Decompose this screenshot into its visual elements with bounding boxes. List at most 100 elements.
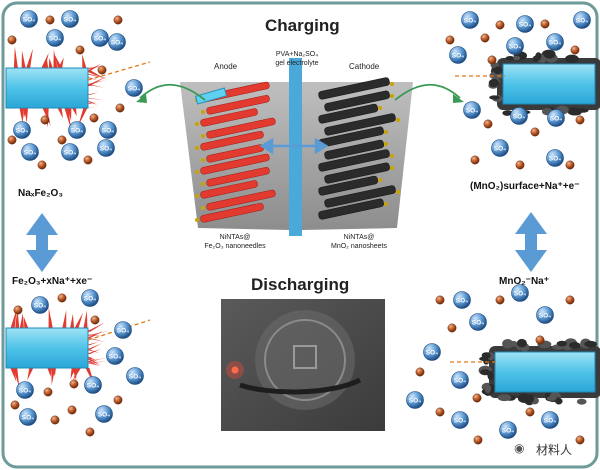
svg-text:SO₄: SO₄: [71, 128, 84, 135]
sulfate-ion: SO₄: [510, 107, 528, 125]
sodium-ion: [57, 135, 67, 145]
sodium-ion: [113, 15, 123, 25]
anode-caption-line-2: Fe₂O₃ nanoneedles: [204, 243, 266, 250]
right-green-arrow: [394, 83, 461, 101]
sulfate-ion: SO₄: [81, 289, 99, 307]
cathode-label: Cathode: [349, 62, 380, 71]
fe2o3-nanoneedles-bottom: [10, 307, 110, 388]
sulfate-ion: SO₄: [99, 121, 117, 139]
svg-text:SO₄: SO₄: [549, 156, 562, 163]
top-left-electrode: [5, 46, 108, 129]
electrolyte-line-2: gel electrolyte: [275, 60, 319, 67]
sodium-ion: [525, 407, 535, 417]
sulfate-ion: SO₄: [511, 284, 529, 302]
sulfate-ion: SO₄: [46, 29, 64, 47]
sodium-ion: [37, 160, 47, 170]
anode-label: Anode: [214, 62, 238, 71]
anode-current-collector: [194, 87, 228, 105]
sulfate-ion: SO₄: [31, 296, 49, 314]
svg-text:SO₄: SO₄: [102, 128, 115, 135]
left-green-arrow: [139, 83, 206, 101]
watermark-text: 材料人: [536, 443, 573, 457]
sodium-ion: [67, 405, 77, 415]
sodium-ions: [7, 15, 585, 445]
bottom-left-electrode: [5, 307, 110, 388]
sulfate-ion: SO₄: [423, 343, 441, 361]
svg-text:SO₄: SO₄: [539, 313, 552, 320]
sulfate-ion: SO₄: [61, 10, 79, 28]
svg-text:SO₄: SO₄: [426, 350, 439, 357]
cathode-caption-line-2: MnO₂ nanosheets: [330, 243, 388, 250]
sodium-ion: [447, 323, 457, 333]
reaction-right-top: (MnO₂)surface+Na⁺+e⁻: [470, 181, 580, 192]
sulfate-ion: SO₄: [126, 367, 144, 385]
svg-text:SO₄: SO₄: [454, 418, 467, 425]
sodium-ion: [575, 115, 585, 125]
svg-text:SO₄: SO₄: [64, 150, 77, 157]
svg-text:SO₄: SO₄: [64, 17, 77, 24]
svg-text:SO₄: SO₄: [49, 36, 62, 43]
sodium-ion: [57, 293, 67, 303]
sodium-ion: [45, 15, 55, 25]
sodium-ion: [75, 45, 85, 55]
sulfate-ion: SO₄: [20, 10, 38, 28]
ion-transfer-arrow: [259, 137, 329, 155]
sulfate-ion: SO₄: [451, 371, 469, 389]
sulfate-ion: SO₄: [453, 291, 471, 309]
sodium-ion: [570, 45, 580, 55]
svg-text:SO₄: SO₄: [544, 418, 557, 425]
anode-caption-line-1: NiNTAs@: [219, 234, 251, 241]
sulfate-ion: SO₄: [13, 121, 31, 139]
sulfate-ion: SO₄: [84, 376, 102, 394]
sodium-ion: [85, 427, 95, 437]
sodium-ion: [515, 160, 525, 170]
sulfate-ions: SO₄ SO₄ SO₄ SO₄ SO₄ SO₄ SO₄ SO₄ SO₄ SO₄ SO₄ SO₄ SO₄ S…: [13, 10, 591, 439]
sulfate-ion: SO₄: [106, 347, 124, 365]
sodium-ion: [480, 33, 490, 43]
svg-text:SO₄: SO₄: [109, 354, 122, 361]
ion-path-lines: [87, 61, 505, 363]
sodium-ion: [13, 305, 23, 315]
sodium-ion: [487, 55, 497, 65]
sulfate-ion: SO₄: [541, 411, 559, 429]
sodium-ion: [43, 387, 53, 397]
red-led-light: [231, 366, 239, 374]
sulfate-ion: SO₄: [19, 408, 37, 426]
svg-text:SO₄: SO₄: [454, 378, 467, 385]
sulfate-ion: SO₄: [97, 139, 115, 157]
cathode-caption: NiNTAs@ MnO₂ nanosheets: [322, 233, 396, 251]
sodium-ion: [530, 127, 540, 137]
sodium-ion: [89, 113, 99, 123]
svg-text:SO₄: SO₄: [550, 116, 563, 123]
sulfate-ion: SO₄: [546, 33, 564, 51]
sulfate-ion: SO₄: [449, 46, 467, 64]
svg-text:SO₄: SO₄: [456, 298, 469, 305]
svg-text:SO₄: SO₄: [502, 428, 515, 435]
sulfate-ion: SO₄: [461, 11, 479, 29]
bottom-right-electrode: [478, 338, 600, 406]
svg-text:SO₄: SO₄: [494, 146, 507, 153]
svg-text:SO₄: SO₄: [576, 18, 589, 25]
sodium-ion: [415, 367, 425, 377]
sodium-ion: [7, 135, 17, 145]
svg-text:SO₄: SO₄: [128, 86, 141, 93]
reaction-left-top: NaₓFe₂O₃: [18, 188, 63, 199]
sodium-ion: [565, 295, 575, 305]
sodium-ion: [565, 160, 575, 170]
svg-text:SO₄: SO₄: [409, 398, 422, 405]
sodium-ion: [445, 35, 455, 45]
svg-text:SO₄: SO₄: [129, 374, 142, 381]
sulfate-ion: SO₄: [95, 405, 113, 423]
svg-text:SO₄: SO₄: [24, 150, 37, 157]
sodium-ion: [40, 115, 50, 125]
svg-text:SO₄: SO₄: [111, 40, 124, 47]
svg-text:SO₄: SO₄: [84, 296, 97, 303]
svg-text:SO₄: SO₄: [23, 17, 36, 24]
svg-text:SO₄: SO₄: [549, 40, 562, 47]
svg-text:SO₄: SO₄: [34, 303, 47, 310]
sulfate-ion: SO₄: [546, 149, 564, 167]
sulfate-ion: SO₄: [573, 11, 591, 29]
sodium-ion: [575, 435, 585, 445]
sodium-ion: [90, 315, 100, 325]
